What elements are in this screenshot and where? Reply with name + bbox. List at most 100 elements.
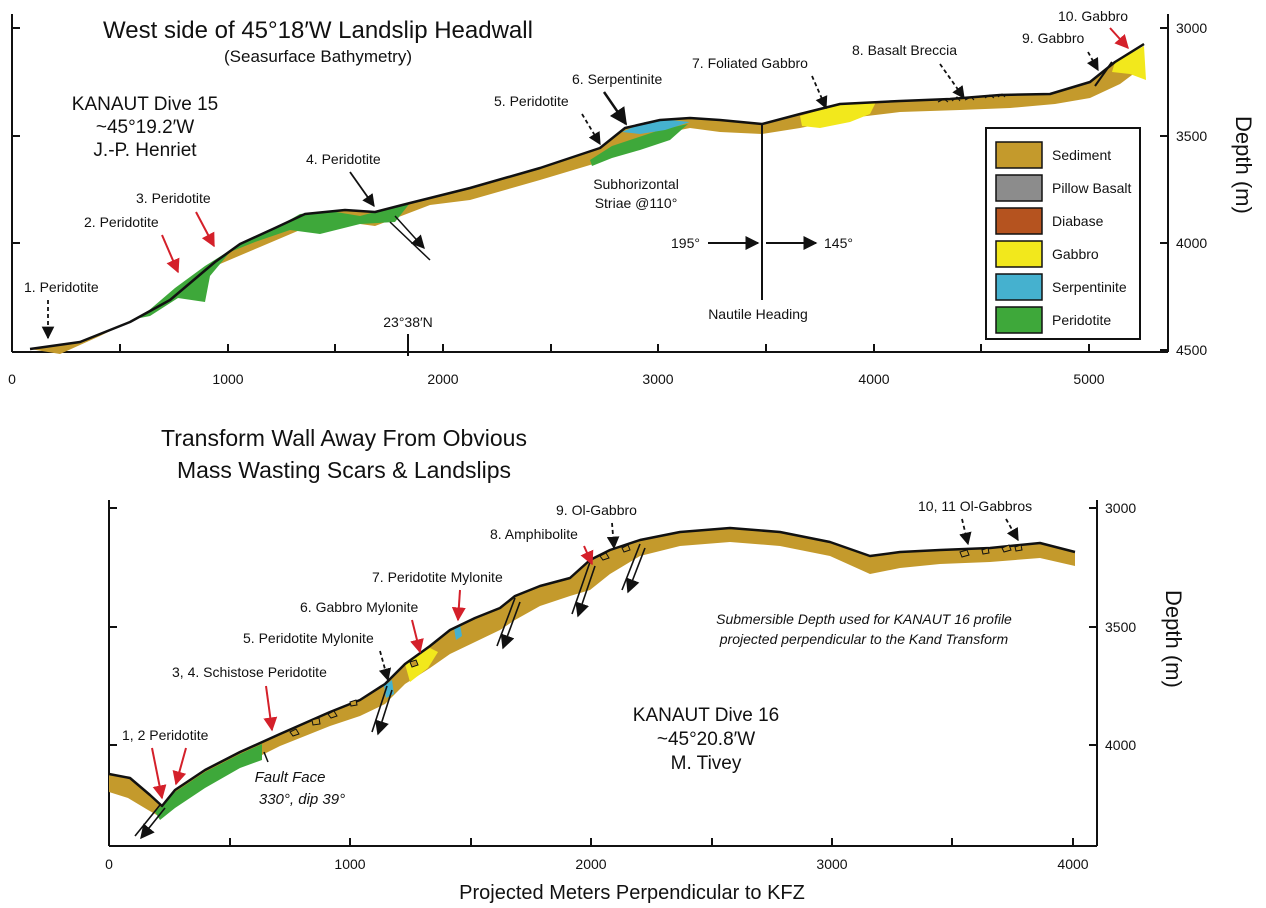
legend-swatch-diabase (995, 207, 1043, 235)
top-gabbro-summit (1112, 46, 1146, 80)
top-subtitle: (Seasurface Bathymetry) (224, 47, 412, 66)
top-heading-label: Nautile Heading (708, 306, 808, 322)
top-striae-note: Striae @110° (595, 195, 678, 211)
bottom-sample-label: 6. Gabbro Mylonite (300, 599, 418, 615)
bottom-panel: Transform Wall Away From Obvious Mass Wa… (105, 425, 1186, 904)
bottom-sediment-layer (109, 528, 1075, 818)
bottom-dive-longitude: ~45°20.8′W (657, 729, 755, 750)
bottom-sample-arrow (263, 685, 278, 732)
bottom-x-tick-label: 3000 (816, 856, 847, 872)
top-sample-arrow (581, 113, 601, 146)
top-heading-right-value: 145° (824, 235, 853, 251)
bottom-sample-arrow (580, 545, 594, 566)
bottom-x-tick-label: 2000 (575, 856, 606, 872)
bottom-profile (108, 526, 1076, 820)
top-title: West side of 45°18′W Landslip Headwall (103, 17, 533, 44)
top-sample-label: 5. Peridotite (494, 93, 569, 109)
bottom-profile-outline (108, 526, 1076, 808)
top-striae-note: Subhorizontal (593, 176, 679, 192)
top-x-tick-label: 0 (8, 371, 16, 387)
bottom-sample-label: 9. Ol-Gabbro (556, 502, 637, 518)
bottom-sample-arrow (959, 518, 972, 546)
top-panel: 0 1000 2000 3000 4000 5000 3000 3500 400… (8, 8, 1256, 387)
top-sample-label: 9. Gabbro (1022, 30, 1084, 46)
bottom-note: projected perpendicular to the Kand Tran… (719, 631, 1009, 647)
top-dive-name: KANAUT Dive 15 (72, 94, 218, 115)
top-x-tick-label: 1000 (212, 371, 243, 387)
legend-label: Peridotite (1052, 312, 1111, 328)
bottom-sample-arrow (172, 747, 187, 786)
bottom-fault-note: 330°, dip 39° (259, 791, 345, 808)
bottom-peridotite-base (155, 744, 262, 820)
legend-label: Serpentinite (1052, 279, 1127, 295)
top-y-tick-label: 4000 (1176, 235, 1207, 251)
top-sample-arrow (195, 211, 215, 248)
top-sample-label: 8. Basalt Breccia (852, 42, 957, 58)
bottom-sample-arrow (378, 650, 392, 682)
top-y-tick-label: 4500 (1176, 342, 1207, 358)
top-sample-label: 3. Peridotite (136, 190, 211, 206)
legend-swatch-sediment (995, 141, 1043, 169)
top-sample-arrow (602, 91, 628, 126)
bottom-clasts (289, 544, 1023, 737)
top-sample-label: 1. Peridotite (24, 279, 99, 295)
bottom-sample-arrow (451, 589, 466, 622)
top-fault-stroke (1094, 61, 1113, 87)
top-fault-arrow (389, 221, 431, 261)
bottom-sample-label: 10, 11 Ol-Gabbros (918, 498, 1032, 514)
top-x-tick-label: 5000 (1073, 371, 1104, 387)
bottom-y-tick-label: 3000 (1105, 500, 1136, 516)
bottom-y-axis-title: Depth (m) (1161, 590, 1186, 688)
top-y-tick-label: 3500 (1176, 128, 1207, 144)
bottom-title: Transform Wall Away From Obvious (161, 425, 527, 451)
legend-swatch-serpentinite (995, 273, 1043, 301)
bottom-note: Submersible Depth used for KANAUT 16 pro… (716, 611, 1012, 627)
bottom-y-tick-label: 4000 (1105, 737, 1136, 753)
top-sample-arrow (1109, 27, 1129, 50)
bottom-x-tick-label: 0 (105, 856, 113, 872)
bottom-gabbro-patch (405, 648, 438, 682)
bottom-x-tick-label: 1000 (334, 856, 365, 872)
bottom-x-tick-marks (229, 838, 1074, 846)
top-sample-label: 7. Foliated Gabbro (692, 55, 808, 71)
top-x-tick-label: 4000 (858, 371, 889, 387)
top-sample-label: 2. Peridotite (84, 214, 159, 230)
top-dive-pi: J.-P. Henriet (93, 140, 197, 161)
top-gabbro-foliated (800, 102, 876, 128)
top-dive-longitude: ~45°19.2′W (96, 117, 194, 138)
top-x-tick-marks (119, 344, 1090, 352)
top-legend: Sediment Pillow Basalt Diabase Gabbro Se… (985, 127, 1141, 340)
bottom-fault-note: Fault Face (255, 769, 326, 786)
bottom-left-ticks (109, 507, 117, 746)
bottom-sample-arrow (1005, 518, 1019, 542)
bottom-x-tick-label: 4000 (1057, 856, 1088, 872)
bottom-dive-pi: M. Tivey (671, 753, 742, 774)
bottom-sample-arrow (410, 619, 424, 654)
bottom-sample-label: 7. Peridotite Mylonite (372, 569, 503, 585)
top-heading-left-value: 195° (671, 235, 700, 251)
bottom-title: Mass Wasting Scars & Landslips (177, 457, 511, 483)
bottom-dive-name: KANAUT Dive 16 (633, 705, 779, 726)
legend-swatch-peridotite (995, 306, 1043, 334)
top-sample-arrow (349, 171, 375, 208)
legend-label: Gabbro (1052, 246, 1099, 262)
top-y-axis-title: Depth (m) (1231, 116, 1256, 214)
top-x-tick-label: 2000 (427, 371, 458, 387)
legend-label: Diabase (1052, 213, 1104, 229)
top-serpentinite (622, 120, 690, 134)
legend-label: Sediment (1052, 147, 1111, 163)
top-sample-arrow (161, 234, 180, 274)
bottom-sample-label: 1, 2 Peridotite (122, 727, 209, 743)
top-sample-label: 6. Serpentinite (572, 71, 662, 87)
top-left-ticks (12, 27, 20, 244)
top-sample-arrow (811, 75, 828, 110)
bottom-sample-arrow (606, 522, 620, 550)
legend-label: Pillow Basalt (1052, 180, 1131, 196)
top-fault-arrow (394, 215, 425, 250)
legend-swatch-gabbro (995, 240, 1043, 268)
bottom-x-axis-title: Projected Meters Perpendicular to KFZ (459, 882, 805, 904)
top-sample-label: 10. Gabbro (1058, 8, 1128, 24)
top-peridotite-upper (590, 124, 688, 166)
bottom-sample-arrow (151, 747, 167, 800)
bottom-fault-arrows (134, 543, 646, 840)
